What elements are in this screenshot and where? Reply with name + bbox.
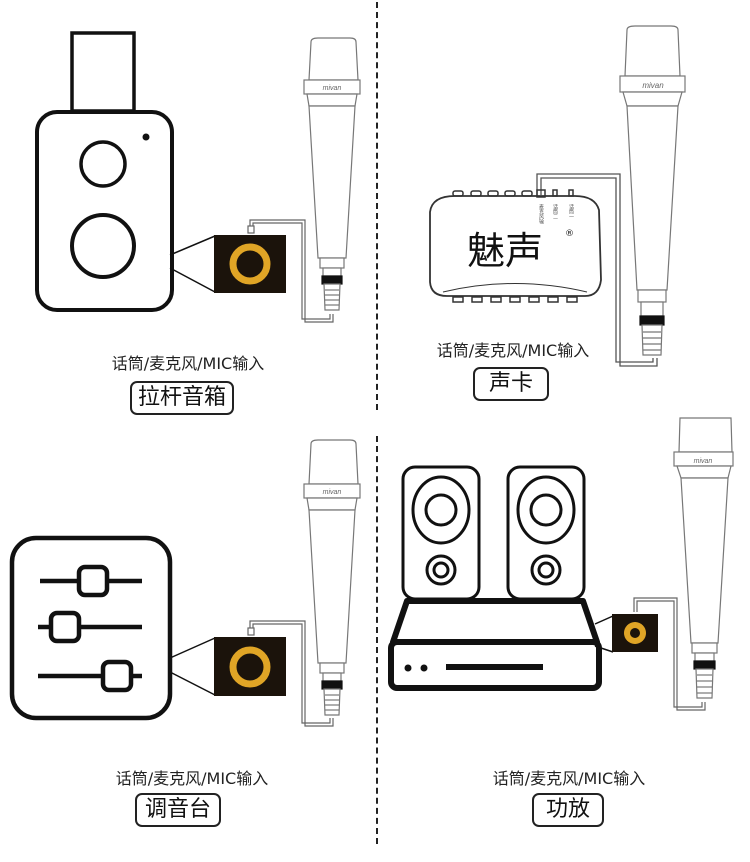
mic-jack-zoom-icon [214, 637, 286, 696]
port-label-mic1: 话筒一 [568, 203, 574, 219]
speaker-body [35, 110, 174, 312]
speaker-handle [70, 31, 136, 113]
amp-led-1 [404, 664, 412, 672]
microphone-icon [673, 417, 734, 699]
mic-cable [247, 219, 334, 323]
divider-top [376, 2, 378, 410]
speaker-woofer [70, 213, 136, 279]
label-trolley-speaker: 拉杆音箱 [130, 381, 235, 415]
speaker-right [506, 465, 586, 601]
mixer-icon [9, 535, 173, 721]
caption-mic-input: 话筒/麦克风/MIC输入 [115, 769, 269, 788]
amplifier-icon [388, 465, 602, 691]
caption-mic-input: 话筒/麦克风/MIC输入 [492, 769, 646, 788]
panel-amplifier: mivan 话筒/麦克风/MIC输入 功放 [375, 417, 750, 862]
speaker-led [142, 133, 150, 141]
port-label-mic2: 话筒二 [552, 203, 558, 219]
mic-brand-text: mivan [323, 489, 342, 496]
fader-knob-2 [48, 610, 82, 644]
mic-brand-text: mivan [694, 458, 713, 465]
fader-knob-1 [76, 564, 110, 598]
mic-brand-text: mivan [323, 85, 342, 92]
label-amplifier: 功放 [532, 793, 605, 827]
mixer-body [9, 535, 173, 721]
microphone-icon [303, 37, 361, 311]
caption-mic-input: 话筒/麦克风/MIC输入 [436, 341, 590, 360]
fader-knob-3 [100, 659, 134, 693]
panel-trolley-speaker: mivan 话筒/麦克风/MIC输入 拉杆音箱 [0, 0, 375, 420]
port-labels: 麦克风输 话筒二 话筒一 [538, 203, 574, 225]
speaker-left [401, 465, 481, 601]
speaker-tweeter [79, 140, 127, 188]
sound-card-logo: 魅声 [467, 229, 543, 273]
trolley-speaker-diagram: mivan [35, 31, 361, 323]
amplifier-diagram: mivan [388, 417, 734, 711]
mic-jack-zoom-icon [214, 235, 286, 293]
mic-brand-text: mivan [642, 81, 664, 90]
label-mixer: 调音台 [135, 793, 222, 827]
sound-card-diagram: mivan [429, 25, 686, 367]
amplifier-body [388, 598, 602, 691]
registered-mark: ® [565, 229, 574, 239]
panel-sound-card: mivan [375, 0, 750, 420]
mic-jack-zoom-icon [612, 614, 658, 652]
sound-card-icon [429, 189, 602, 303]
panel-mixer: mivan 话筒/麦克风/MIC输入 调音台 [0, 430, 375, 862]
mic-cable [247, 620, 334, 727]
divider-bottom [376, 436, 378, 844]
port-label-mic: 麦克风输 [538, 203, 544, 225]
caption-mic-input: 话筒/麦克风/MIC输入 [111, 354, 265, 373]
microphone-icon [619, 25, 686, 356]
amp-display-slot [446, 664, 543, 670]
label-sound-card: 声卡 [473, 367, 550, 401]
amp-led-2 [420, 664, 428, 672]
mixer-diagram: mivan [9, 439, 361, 727]
bottom-ports [452, 296, 578, 303]
mic-cable [536, 173, 658, 367]
mic-cable [633, 597, 706, 711]
trolley-speaker-icon [35, 31, 174, 312]
microphone-icon [303, 439, 361, 716]
